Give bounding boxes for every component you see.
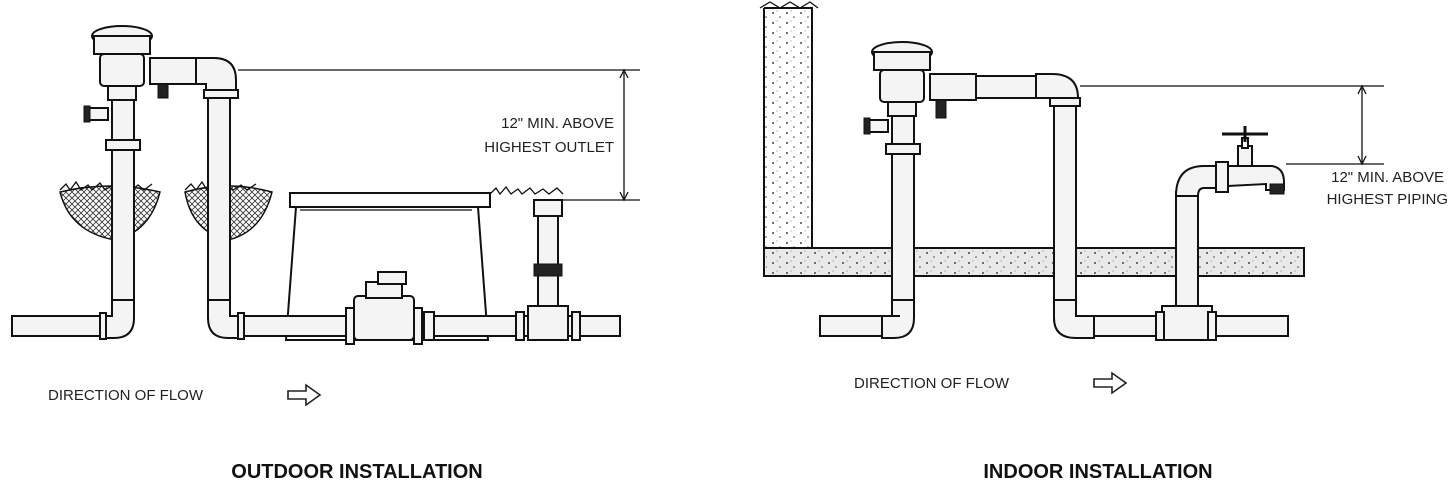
indoor-title: INDOOR INSTALLATION [983, 461, 1212, 483]
indoor-installation: 12" MIN. ABOVE HIGHEST PIPING DIRECTION … [759, 1, 1448, 483]
flow-arrow-icon [287, 384, 321, 406]
indoor-clearance-line1: 12" MIN. ABOVE [1331, 169, 1444, 186]
outdoor-title: OUTDOOR INSTALLATION [231, 461, 482, 483]
soil-mound [59, 180, 564, 241]
outdoor-flow-label: DIRECTION OF FLOW [48, 387, 204, 404]
backflow-preventer-icon [863, 41, 1081, 155]
indoor-flow-label: DIRECTION OF FLOW [854, 375, 1010, 392]
outdoor-clearance-line1: 12" MIN. ABOVE [501, 115, 614, 132]
wall-icon [759, 1, 819, 248]
control-valve-icon [345, 271, 435, 345]
outdoor-installation: 12" MIN. ABOVE HIGHEST OUTLET DIRECTION … [11, 25, 640, 483]
outdoor-clearance-line2: HIGHEST OUTLET [484, 139, 614, 156]
valve-box-icon [284, 192, 491, 341]
flow-arrow-icon [1093, 372, 1127, 394]
indoor-clearance-line2: HIGHEST PIPING [1327, 191, 1448, 208]
faucet-icon [1174, 126, 1285, 197]
backflow-preventer-icon [83, 25, 239, 151]
